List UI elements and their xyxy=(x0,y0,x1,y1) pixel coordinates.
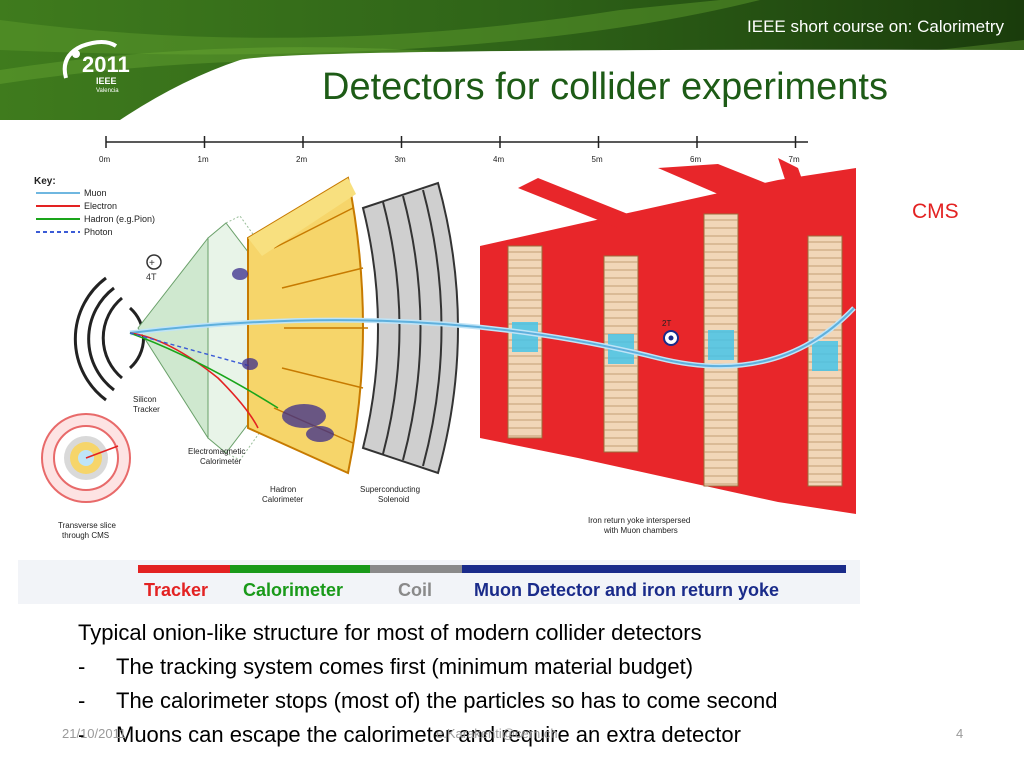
label-silicon-tracker: Silicon xyxy=(133,395,157,404)
bullet-text: Muons can escape the calorimeter and req… xyxy=(116,722,741,747)
bullet-dash: - xyxy=(78,654,86,679)
key-label: Hadron (e.g.Pion) xyxy=(84,214,155,224)
scale-label: 6m xyxy=(690,155,701,164)
svg-text:2T: 2T xyxy=(662,319,671,328)
bullet-dash: - xyxy=(78,688,86,713)
key-label: Electron xyxy=(84,201,117,211)
legend-calorimeter: Calorimeter xyxy=(243,580,343,600)
svg-text:+: + xyxy=(149,258,155,269)
label-ecal: Electromagnetic xyxy=(188,447,245,456)
label-solenoid-2: Solenoid xyxy=(378,495,409,504)
muon-chamber-hit xyxy=(512,322,538,352)
conference-logo: 2011 IEEE Valencia xyxy=(58,34,158,98)
label-hcal-2: Calorimeter xyxy=(262,495,304,504)
legend-muon-detector: Muon Detector and iron return yoke xyxy=(474,580,779,600)
muon-chamber-hit xyxy=(708,330,734,360)
key-label: Muon xyxy=(84,188,107,198)
bullet-item: - The tracking system comes first (minimu… xyxy=(78,650,778,684)
key-label: Photon xyxy=(84,227,113,237)
svg-text:2011: 2011 xyxy=(82,52,130,77)
key-title: Key: xyxy=(34,176,56,187)
legend-coil: Coil xyxy=(398,580,432,600)
scale-label: 5m xyxy=(592,155,603,164)
bullet-dash: - xyxy=(78,722,86,747)
energy-deposits xyxy=(232,268,334,442)
svg-text:Valencia: Valencia xyxy=(96,88,119,94)
particle-tracks xyxy=(129,306,856,429)
scale-label: 0m xyxy=(99,155,110,164)
distance-scale: 0m 1m 2m 3m 4m 5m 6m 7m xyxy=(99,136,808,164)
bullet-text: The tracking system comes first (minimum… xyxy=(116,654,694,679)
logo-swirl-icon: 2011 IEEE Valencia xyxy=(62,40,130,94)
legend-tracker: Tracker xyxy=(144,580,208,600)
muon-chamber-hit xyxy=(812,341,838,371)
label-yoke-2: with Muon chambers xyxy=(603,526,678,535)
detector-legend: Tracker Calorimeter Coil Muon Detector a… xyxy=(138,565,846,600)
bullet-item: - Muons can escape the calorimeter and re… xyxy=(78,718,778,752)
svg-text:IEEE: IEEE xyxy=(96,76,117,86)
field-4t-icon: + 4T xyxy=(146,254,162,282)
slide-title: Detectors for collider experiments xyxy=(322,66,888,108)
label-yoke: Iron return yoke interspersed xyxy=(588,516,690,525)
cms-detector-figure: 0m 1m 2m 3m 4m 5m 6m 7m Key: MuonElectronHadron… xyxy=(18,128,860,604)
footer-date: 21/10/2011 xyxy=(62,726,127,741)
course-title: IEEE short course on: Calorimetry xyxy=(747,17,1004,36)
field-2t-icon: 2T xyxy=(662,319,679,346)
label-ecal-2: Calorimeter xyxy=(200,457,242,466)
scale-label: 2m xyxy=(296,155,307,164)
scale-label: 3m xyxy=(395,155,406,164)
svg-text:4T: 4T xyxy=(146,272,157,282)
bullet-text: The calorimeter stops (most of) the part… xyxy=(116,688,778,713)
scale-label: 4m xyxy=(493,155,504,164)
footer-page-number: 4 xyxy=(956,726,964,741)
label-silicon-tracker-2: Tracker xyxy=(133,405,160,414)
footer-author: e.Karakenti@cern.ch xyxy=(436,726,558,741)
label-transverse-2: through CMS xyxy=(62,531,109,540)
label-hcal: Hadron xyxy=(270,485,296,494)
label-solenoid: Superconducting xyxy=(360,485,420,494)
scale-label: 1m xyxy=(198,155,209,164)
calorimeter-wedge xyxy=(247,176,368,475)
cms-label: CMS xyxy=(912,200,959,223)
header-banner xyxy=(0,0,1024,120)
muon-chambers xyxy=(507,213,843,487)
transverse-slice-inset xyxy=(41,413,131,503)
label-transverse: Transverse slice xyxy=(58,521,116,530)
scale-label: 7m xyxy=(789,155,800,164)
bullet-item: - The calorimeter stops (most of) the par… xyxy=(78,684,778,718)
superconducting-solenoid xyxy=(361,181,459,475)
bullet-list: Typical onion-like structure for most of… xyxy=(78,616,778,752)
bullet-intro: Typical onion-like structure for most of… xyxy=(78,620,702,645)
